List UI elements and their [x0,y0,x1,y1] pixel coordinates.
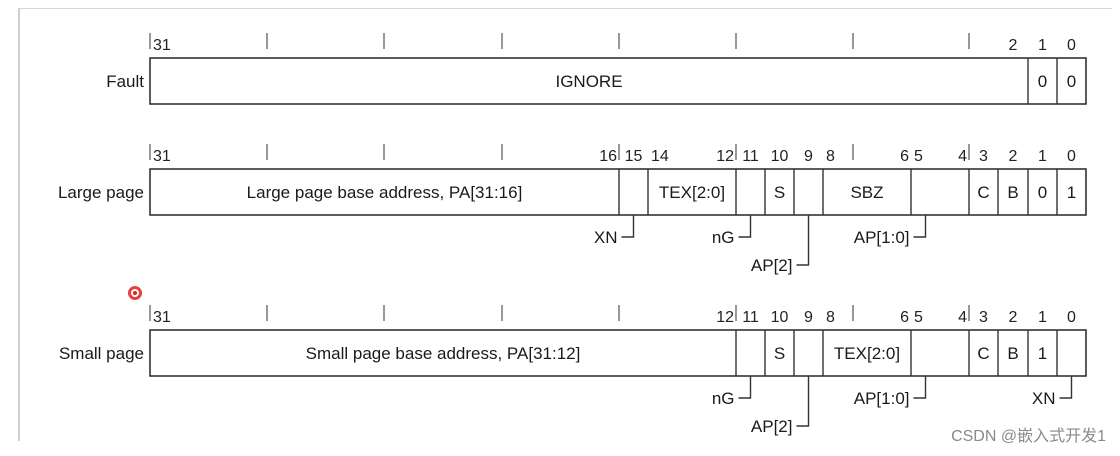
callout-label: AP[2] [751,256,793,275]
watermark: CSDN @嵌入式开发1 [951,428,1106,445]
callout-label: nG [712,228,735,247]
field-c: C [977,183,989,202]
bit-number-1: 1 [1038,148,1047,165]
bit-number-2: 2 [1009,148,1018,165]
field-s: S [774,183,785,202]
bit-number-2: 2 [1009,309,1018,326]
bit-number-31: 31 [153,309,171,326]
callout-leader-line [738,376,752,399]
bit-number-8: 8 [826,309,835,326]
callout-label: AP[1:0] [854,389,910,408]
diagram-frame [18,8,1112,441]
bit-number-31: 31 [153,37,171,54]
callout-ap-1-0: AP[1:0] [854,376,927,408]
bit-number-8: 8 [826,148,835,165]
bit-number-6: 6 [900,309,909,326]
bit-number-12: 12 [716,309,734,326]
field-b: B [1007,183,1018,202]
callout-ap-2: AP[2] [751,376,810,436]
callout-label: XN [594,228,618,247]
bit-number-0: 0 [1067,148,1076,165]
bit-number-5: 5 [914,309,923,326]
callout-label: nG [712,389,735,408]
field-c: C [977,344,989,363]
bit-number-14: 14 [651,148,669,165]
bit-number-9: 9 [804,148,813,165]
bit-number-31: 31 [153,148,171,165]
callout-label: AP[2] [751,417,793,436]
bit-number-11: 11 [742,148,759,165]
bit-number-12: 12 [716,148,734,165]
bit-number-0: 0 [1067,37,1076,54]
row-label: Fault [106,72,144,91]
callout-leader-line [913,215,927,238]
callout-leader-line [738,215,752,238]
bit-number-6: 6 [900,148,909,165]
bit-number-5: 5 [914,148,923,165]
field-tex-2-0: TEX[2:0] [834,344,900,363]
callout-label: AP[1:0] [854,228,910,247]
bit-number-9: 9 [804,309,813,326]
bit-number-15: 15 [625,148,643,165]
field-0: 0 [1038,72,1047,91]
callout-ap-2: AP[2] [751,215,810,275]
field-b: B [1007,344,1018,363]
callout-leader-line [796,215,810,266]
bit-number-10: 10 [771,309,789,326]
field-1: 1 [1038,344,1047,363]
register-box [149,329,1087,377]
callout-ap-1-0: AP[1:0] [854,215,927,247]
callout-xn: XN [594,215,635,247]
field-ignore: IGNORE [555,72,622,91]
field-tex-2-0: TEX[2:0] [659,183,725,202]
bit-number-16: 16 [599,148,617,165]
bit-number-4: 4 [958,148,967,165]
field-1: 1 [1067,183,1076,202]
callout-xn: XN [1032,376,1073,408]
field-0: 0 [1067,72,1076,91]
callout-leader-line [1059,376,1073,399]
register-box [149,57,1087,105]
field-small-page-base-address-pa-31-12: Small page base address, PA[31:12] [306,344,581,363]
bit-number-10: 10 [771,148,789,165]
register-box [149,168,1087,216]
field-sbz: SBZ [850,183,883,202]
bit-number-4: 4 [958,309,967,326]
callout-leader-line [796,376,810,427]
bit-number-3: 3 [979,148,988,165]
cursor-indicator-icon [128,286,142,300]
callout-ng: nG [712,376,752,408]
callout-leader-line [913,376,927,399]
field-0: 0 [1038,183,1047,202]
callout-leader-line [621,215,635,238]
field-large-page-base-address-pa-31-16: Large page base address, PA[31:16] [247,183,523,202]
bit-number-1: 1 [1038,37,1047,54]
bit-number-1: 1 [1038,309,1047,326]
bit-number-2: 2 [1009,37,1018,54]
row-label: Large page [58,183,144,202]
bit-number-0: 0 [1067,309,1076,326]
callout-label: XN [1032,389,1056,408]
callout-ng: nG [712,215,752,247]
row-label: Small page [59,344,144,363]
bit-number-11: 11 [742,309,759,326]
field-s: S [774,344,785,363]
bit-number-3: 3 [979,309,988,326]
